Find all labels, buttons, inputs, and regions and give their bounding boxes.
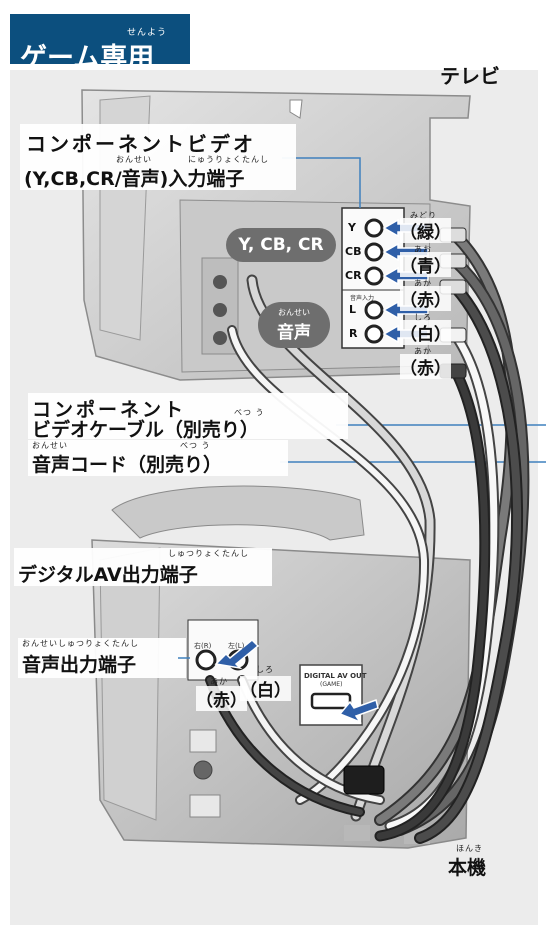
tv-label: テレビ [440, 64, 500, 88]
component-cable-line2: ビデオケーブル（別売り） [32, 419, 259, 441]
digital-plug [343, 765, 385, 795]
unit-color-ruby-white: しろ [256, 665, 274, 674]
tv-jack-y: Y [348, 221, 356, 234]
unit-jack-left: 左(L) [228, 642, 245, 650]
header-title: ゲーム専用 [20, 43, 155, 74]
component-input-callout: コンポーネントビデオ おんせい にゅうりょくたんし (Y,CB,CR/音声)入力… [20, 124, 296, 190]
tv-jack-l: L [349, 303, 357, 316]
ruby-nyuuryoku: にゅうりょくたんし [188, 155, 269, 164]
pill-audio: おんせい 音声 [258, 302, 330, 348]
unit-color-white: （白） [240, 676, 291, 701]
header-ruby: せんよう [127, 28, 168, 38]
color-ruby-2: あか [414, 279, 432, 288]
component-input-line2: (Y,CB,CR/音声)入力端子 [24, 168, 245, 190]
audio-out-callout: おんせいしゅつりょくたんし 音声出力端子 [18, 638, 186, 678]
main-unit-ruby: ほんき [456, 844, 483, 853]
digital-panel-sub: (GAME) [320, 681, 343, 688]
unit-jack-right: 右(R) [194, 642, 212, 650]
component-input-line1: コンポーネントビデオ [26, 132, 256, 156]
digital-out-label: デジタルAV出力端子 [18, 564, 198, 586]
pill-audio-label: 音声 [277, 323, 311, 343]
header-tab: せんよう ゲーム専用 [10, 14, 190, 74]
tv-jack-cb: CB [345, 245, 362, 258]
audio-out-label: 音声出力端子 [22, 654, 137, 676]
color-label-red: （赤） [400, 286, 451, 311]
ruby-onsei-2: おんせい [32, 441, 68, 450]
audio-in-small: 音声入力 [350, 295, 375, 302]
digital-panel-label: DIGITAL AV OUT [304, 672, 367, 680]
tv-jack-cr: CR [345, 269, 362, 282]
ruby-onsei: おんせい [116, 155, 152, 164]
audio-cord-label: 音声コード（別売り） [32, 454, 223, 476]
audio-out-ruby: おんせいしゅつりょくたんし [22, 639, 139, 648]
ruby-betsu-2: べつ う [180, 441, 211, 450]
ruby-betsu-1: べつ う [234, 408, 265, 417]
component-cable-line1: コンポーネント [32, 399, 187, 421]
unit-color-ruby-red: あか [210, 677, 228, 686]
tv-jack-r: R [349, 327, 358, 340]
digital-out-callout: しゅつりょくたんし デジタルAV出力端子 [14, 548, 272, 586]
color-label-red-2: （赤） [400, 354, 451, 379]
audio-cord-callout: おんせい べつ う 音声コード（別売り） [28, 440, 288, 476]
pill-audio-ruby: おんせい [278, 308, 310, 317]
color-ruby-3: しろ [414, 313, 432, 322]
color-label-white: （白） [400, 320, 451, 345]
color-ruby-1: あお [414, 245, 432, 254]
pill-ycbcr: Y, CB, CR [226, 228, 336, 262]
ruby-shutsuryoku: しゅつりょくたんし [168, 549, 249, 558]
component-cable-callout: コンポーネント べつ う ビデオケーブル（別売り） [28, 393, 348, 441]
audio-out-leader [178, 657, 190, 659]
color-label-blue: （青） [400, 252, 451, 277]
unit-color-red: （赤） [196, 686, 247, 711]
color-ruby-0: みどり [410, 211, 437, 220]
color-ruby-4: あか [414, 347, 432, 356]
color-label-green: （緑） [400, 218, 451, 243]
main-unit-label: 本機 [448, 857, 487, 879]
